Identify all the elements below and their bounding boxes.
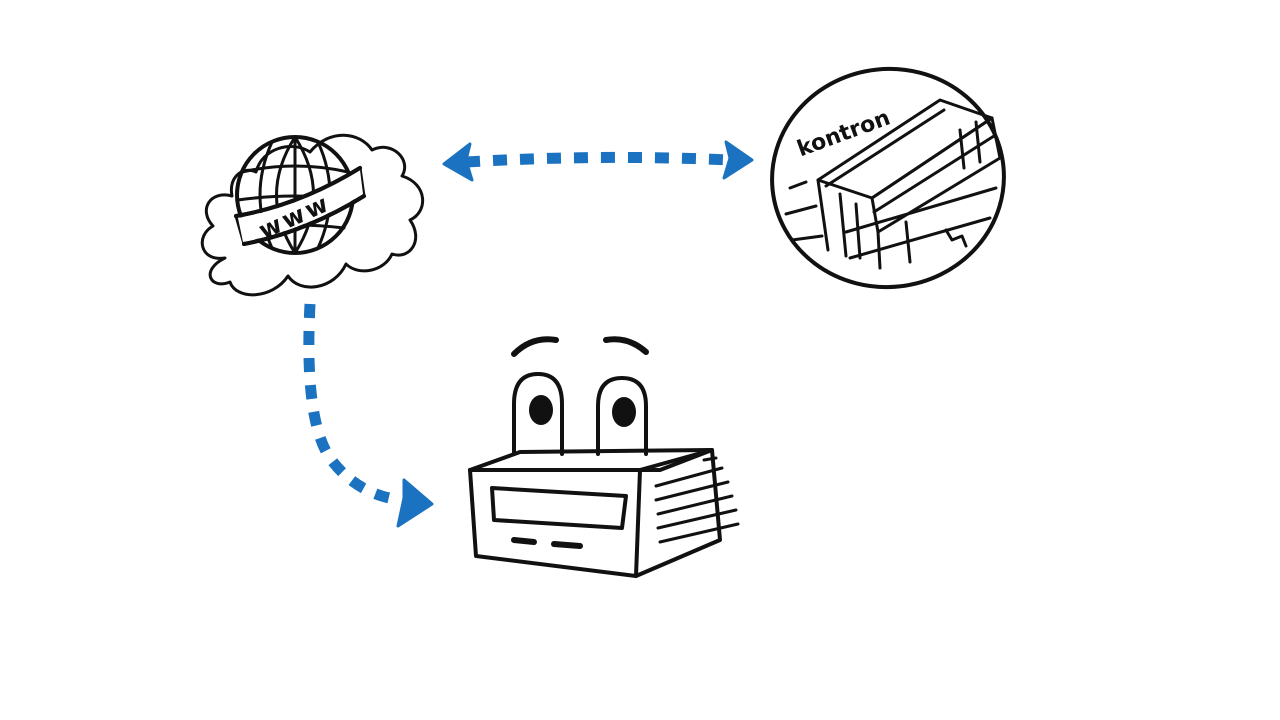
cloud-icon	[200, 133, 425, 297]
arrow-head-down	[396, 478, 434, 528]
arrow-internet-company	[442, 140, 754, 182]
right-eyebrow	[603, 336, 649, 355]
internet-node: www	[200, 133, 425, 297]
left-eye-icon	[512, 372, 564, 456]
arrow-head-left	[442, 142, 474, 182]
arrow-head-right	[722, 140, 754, 180]
company-node: kontron	[770, 66, 1006, 290]
device-node	[468, 336, 740, 578]
building-icon	[784, 98, 1002, 270]
company-circle	[770, 66, 1006, 290]
device-icon	[468, 448, 740, 578]
left-eyebrow	[511, 336, 559, 357]
right-eye-icon	[596, 376, 648, 456]
globe-icon: www	[234, 135, 366, 255]
arrow-internet-device	[303, 303, 434, 528]
